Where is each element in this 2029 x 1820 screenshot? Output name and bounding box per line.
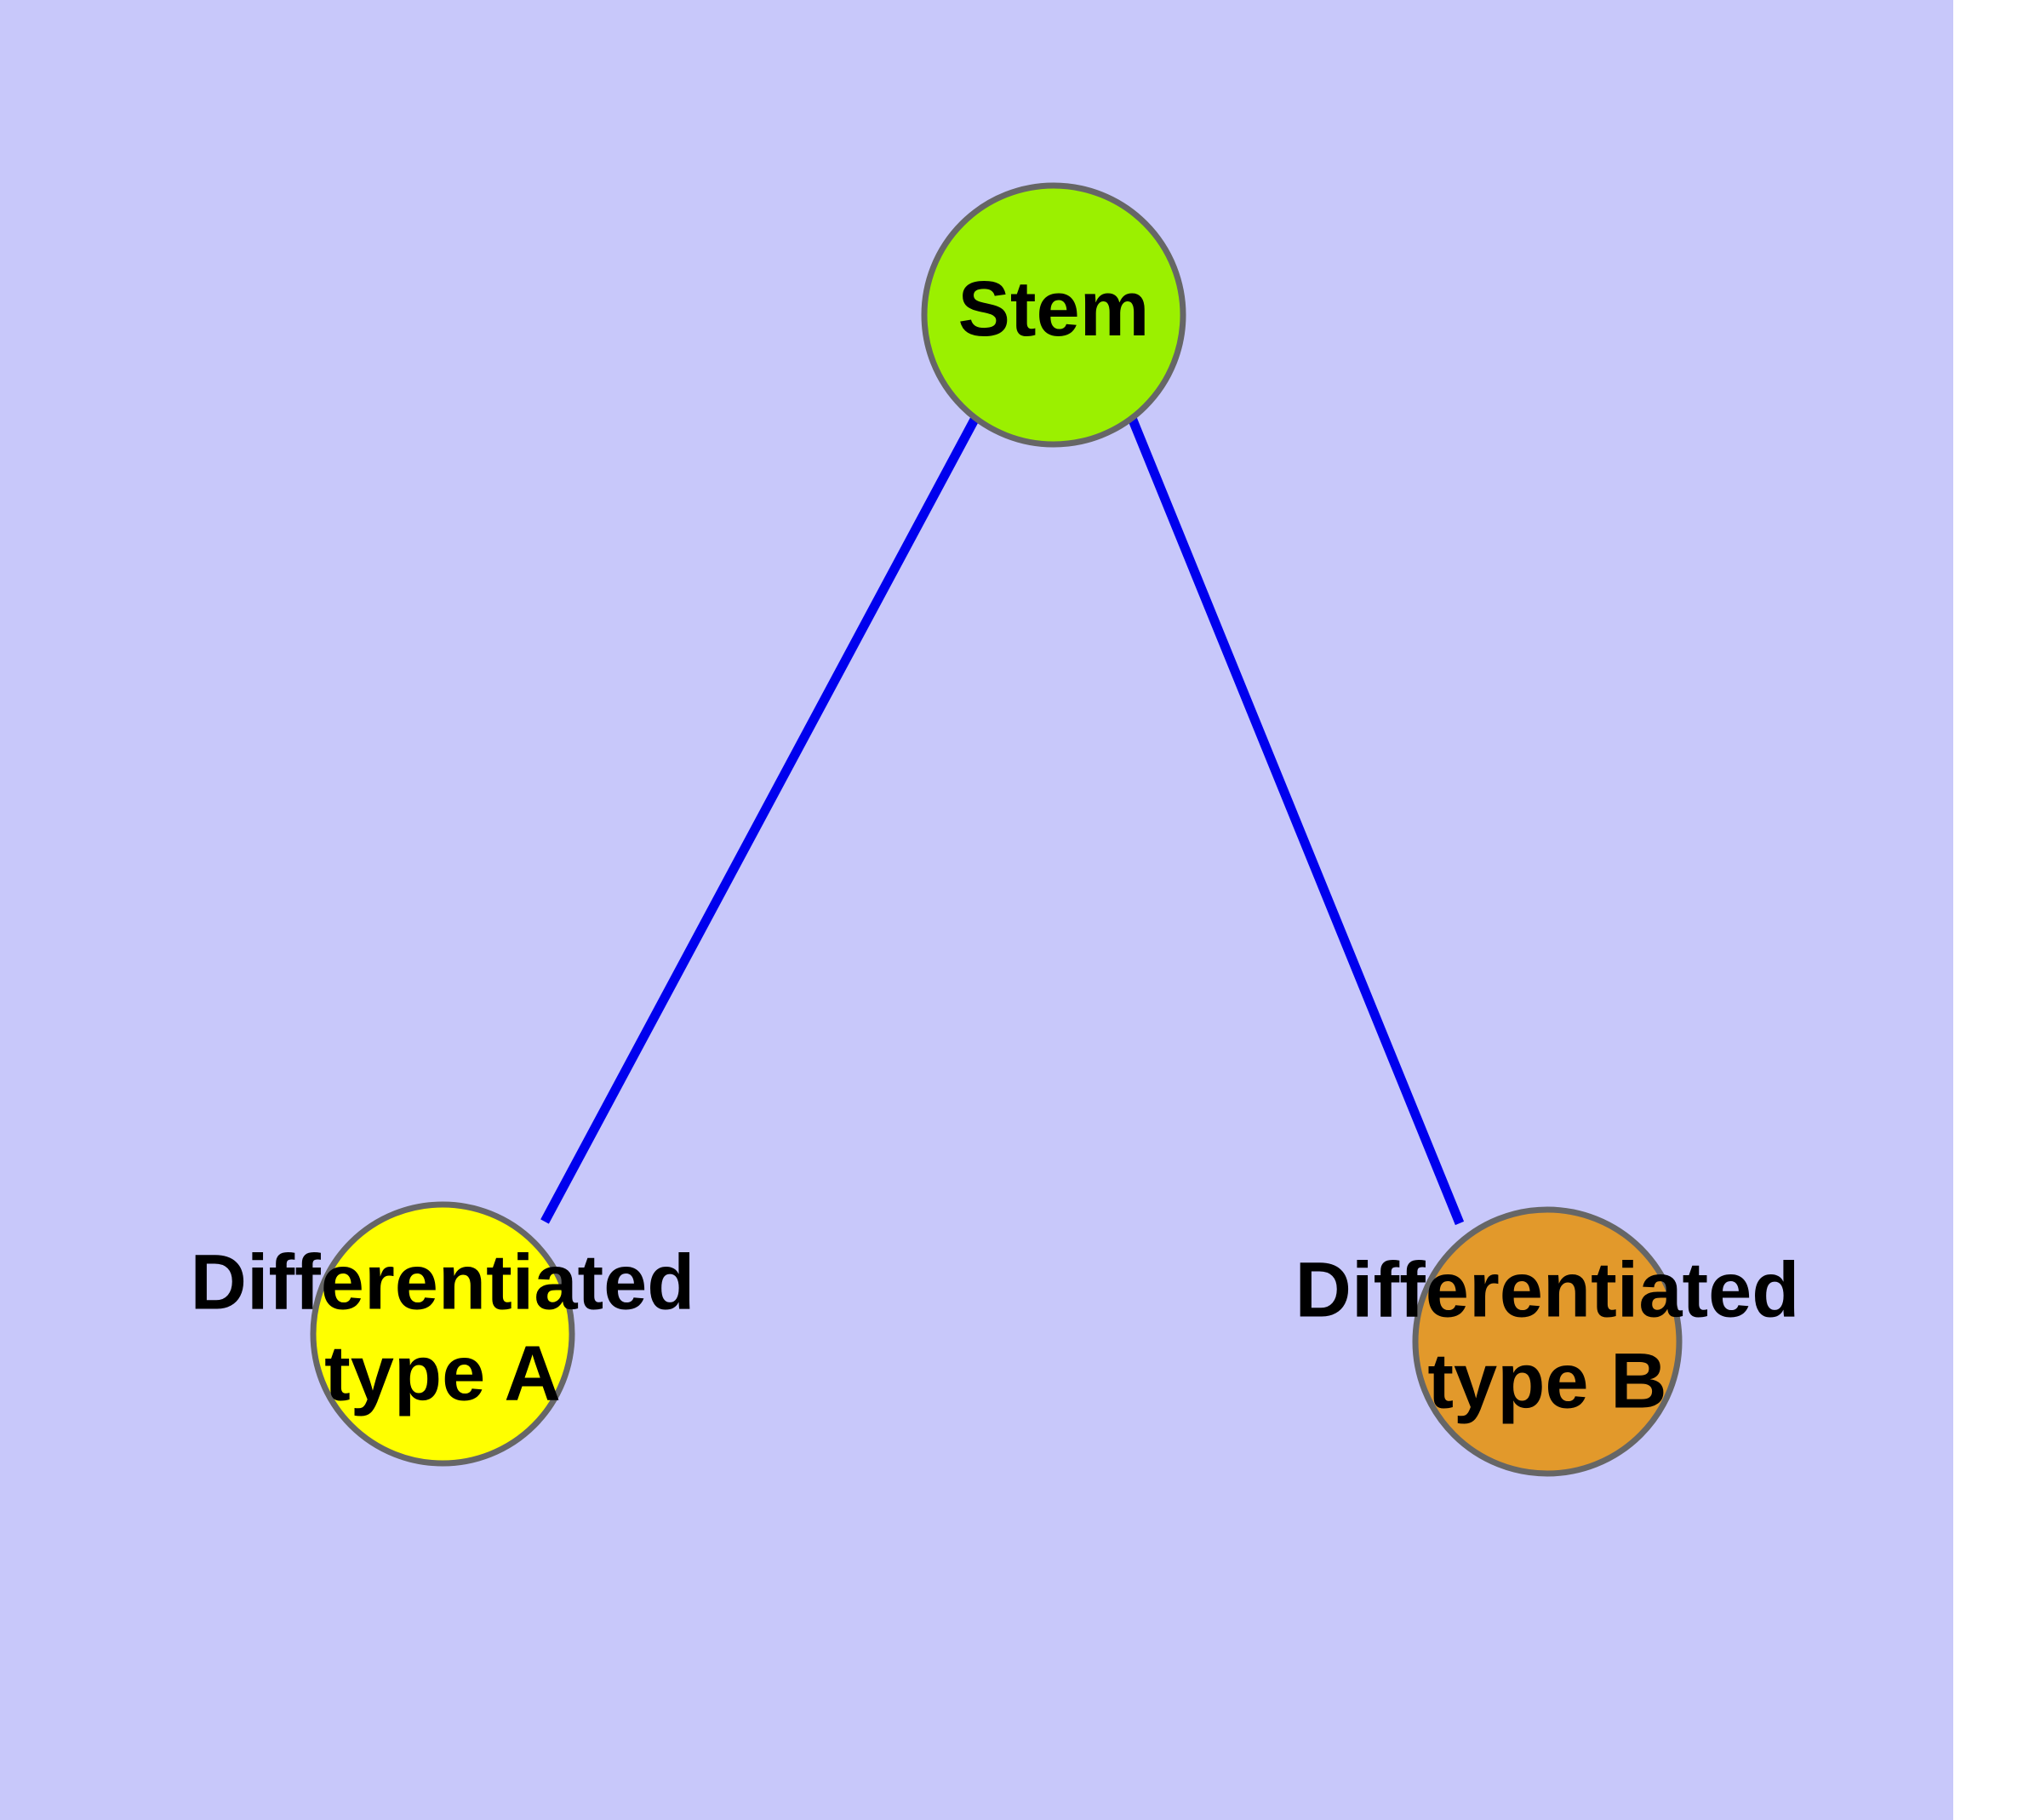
label-line: type B — [1427, 1338, 1666, 1425]
graph-edge-stem-to-b[interactable] — [1127, 415, 1465, 1226]
label-line: Stem — [958, 266, 1150, 352]
graph-edge-stem-to-a[interactable] — [540, 415, 980, 1224]
graph-node-diff_b[interactable] — [1412, 1206, 1683, 1477]
label-line: Differentiated — [1295, 1247, 1800, 1334]
graph-node-diff_a[interactable] — [310, 1201, 575, 1467]
edges-layer — [540, 415, 1465, 1226]
label-line: type A — [324, 1331, 561, 1417]
nodes-layer — [310, 182, 1683, 1477]
graph-node-label-stem: Stem — [958, 266, 1150, 352]
graph-node-stem[interactable] — [921, 182, 1186, 448]
label-line: Differentiated — [191, 1239, 695, 1326]
